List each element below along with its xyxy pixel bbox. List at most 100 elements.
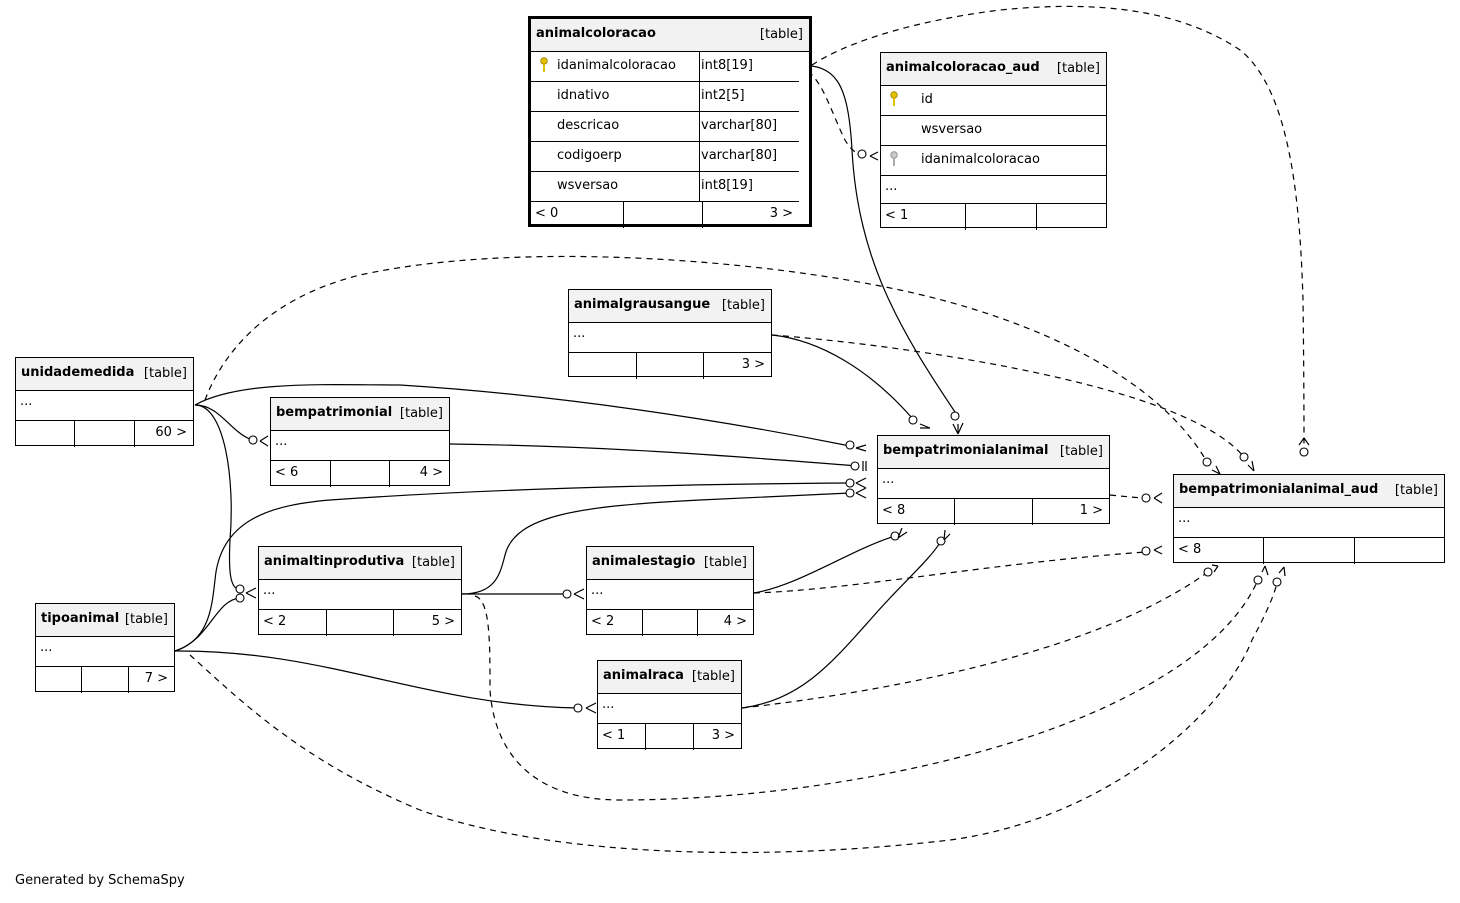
table-name: bempatrimonialanimal: [883, 443, 1049, 458]
parents-count: < 1: [602, 728, 626, 743]
children-count: 60 >: [155, 425, 187, 440]
children-count: 4 >: [723, 614, 748, 629]
children-count: 1 >: [1079, 503, 1103, 518]
table-footer: < 2 5 >: [259, 610, 461, 636]
table-type-label: [table]: [1394, 483, 1438, 498]
table-footer: < 0 3 >: [531, 202, 799, 228]
column-type: int8[19]: [701, 58, 753, 73]
table-footer: 3 >: [569, 353, 771, 379]
edge-bempatrimonial-bempatrimonialanimal: [449, 443, 859, 467]
edge-animalestagio-bempatrimonialanimal_aud: [753, 551, 1147, 594]
more-columns: ...: [271, 431, 449, 461]
table-tipoanimal[interactable]: tipoanimal [table] ... 7 >: [35, 603, 175, 693]
table-header: bempatrimonialanimal_aud [table]: [1174, 475, 1444, 508]
cardinality-circles: [235, 149, 1309, 713]
edge-tipoanimal-animaltinprodutiva: [174, 597, 241, 652]
table-type-label: [table]: [759, 27, 803, 42]
column-type: varchar[80]: [701, 118, 778, 133]
more-columns: ...: [569, 323, 771, 353]
table-name: animalgrausangue: [574, 297, 711, 312]
column-row: wsversao int8[19]: [531, 172, 799, 202]
table-animalraca[interactable]: animalraca [table] ... < 1 3 >: [597, 660, 742, 750]
parents-count: < 2: [591, 614, 615, 629]
column-row: idnativo int2[5]: [531, 82, 799, 112]
table-name: tipoanimal: [41, 611, 120, 626]
column-row: id: [881, 86, 1106, 116]
table-footer: < 6 4 >: [271, 461, 449, 487]
more-columns: ...: [16, 391, 193, 421]
table-type-label: [table]: [703, 555, 747, 570]
table-header: bempatrimonial [table]: [271, 398, 449, 431]
table-animalcoloracao[interactable]: animalcoloracao [table] idanimalcoloraca…: [528, 16, 812, 228]
column-name: idanimalcoloracao: [557, 58, 676, 73]
table-footer: < 8 1 >: [878, 499, 1109, 525]
edge-unidademedida-bempatrimonialanimal: [194, 383, 851, 447]
table-animalcoloracao_aud[interactable]: animalcoloracao_aud [table] id wsversao …: [880, 52, 1107, 230]
table-header: bempatrimonialanimal [table]: [878, 436, 1109, 469]
column-row: codigoerp varchar[80]: [531, 142, 799, 172]
edge-animalcoloracao-bempatrimonialanimal: [797, 64, 956, 413]
table-type-label: [table]: [399, 406, 443, 421]
edge-tipoanimal-animalraca: [174, 650, 579, 709]
primary-key-icon: [540, 57, 548, 77]
parents-count: < 1: [885, 208, 909, 223]
table-footer: 7 >: [36, 667, 174, 693]
parents-count: < 0: [535, 206, 559, 221]
table-name: animalestagio: [592, 554, 696, 569]
column-name: wsversao: [557, 178, 619, 193]
table-animalgrausangue[interactable]: animalgrausangue [table] ... 3 >: [568, 289, 772, 379]
table-bempatrimonialanimal[interactable]: bempatrimonialanimal [table] ... < 8 1 >: [877, 435, 1110, 525]
more-columns: ...: [878, 469, 1109, 499]
table-header: animalraca [table]: [598, 661, 741, 694]
edge-animalgrausangue-bempatrimonialanimal: [771, 334, 913, 419]
edge-animalcoloracao-animalcoloracao_aud: [797, 66, 863, 155]
table-header: unidademedida [table]: [16, 358, 193, 391]
table-header: animalgrausangue [table]: [569, 290, 771, 323]
parents-count: < 6: [275, 465, 299, 480]
parents-count: < 8: [1178, 542, 1202, 557]
column-row: wsversao: [881, 116, 1106, 146]
table-footer: 60 >: [16, 421, 193, 447]
table-bempatrimonialanimal_aud[interactable]: bempatrimonialanimal_aud [table] ... < 8: [1173, 474, 1445, 564]
parents-count: < 8: [882, 503, 906, 518]
more-columns: ...: [36, 637, 174, 667]
column-row: descricao varchar[80]: [531, 112, 799, 142]
table-type-label: [table]: [1056, 61, 1100, 76]
table-name: bempatrimonialanimal_aud: [1179, 482, 1379, 497]
children-count: 3 >: [741, 357, 766, 372]
table-unidademedida[interactable]: unidademedida [table] ... 60 >: [15, 357, 194, 447]
more-columns: ...: [881, 176, 1106, 204]
table-header: tipoanimal [table]: [36, 604, 174, 637]
table-footer: < 1 3 >: [598, 724, 741, 750]
edge-animalraca-bempatrimonialanimal_aud: [741, 571, 1209, 709]
more-columns: ...: [598, 694, 741, 724]
table-type-label: [table]: [721, 298, 765, 313]
table-footer: < 2 4 >: [587, 610, 753, 636]
table-name: unidademedida: [21, 365, 135, 380]
column-name: wsversao: [921, 122, 983, 137]
children-count: 3 >: [711, 728, 735, 743]
parents-count: < 2: [263, 614, 287, 629]
table-header: animaltinprodutiva [table]: [259, 547, 461, 580]
generated-by-footer: Generated by SchemaSpy: [15, 873, 185, 888]
table-name: animalcoloracao: [536, 26, 656, 41]
table-animaltinprodutiva[interactable]: animaltinprodutiva [table] ... < 2 5 >: [258, 546, 462, 636]
table-header: animalcoloracao [table]: [531, 19, 809, 52]
table-animalestagio[interactable]: animalestagio [table] ... < 2 4 >: [586, 546, 754, 636]
edge-animalgrausangue-bempatrimonialanimal_aud: [771, 334, 1245, 458]
edge-animalraca-bempatrimonialanimal: [741, 540, 942, 709]
table-type-label: [table]: [411, 555, 455, 570]
more-columns: ...: [587, 580, 753, 610]
table-name: animaltinprodutiva: [264, 554, 405, 569]
table-name: animalraca: [603, 668, 684, 683]
edge-animaltinprodutiva-bempatrimonialanimal: [461, 492, 851, 595]
crow-feet: [245, 59, 1310, 714]
table-bempatrimonial[interactable]: bempatrimonial [table] ... < 6 4 >: [270, 397, 450, 487]
children-count: 3 >: [769, 206, 793, 221]
children-count: 7 >: [144, 671, 168, 686]
column-name: idnativo: [557, 88, 610, 103]
edge-animaltinprodutiva-bempatrimonialanimal_aud: [474, 579, 1259, 801]
edge-animalestagio-bempatrimonialanimal: [753, 535, 896, 594]
children-count: 4 >: [419, 465, 444, 480]
table-type-label: [table]: [1059, 444, 1103, 459]
